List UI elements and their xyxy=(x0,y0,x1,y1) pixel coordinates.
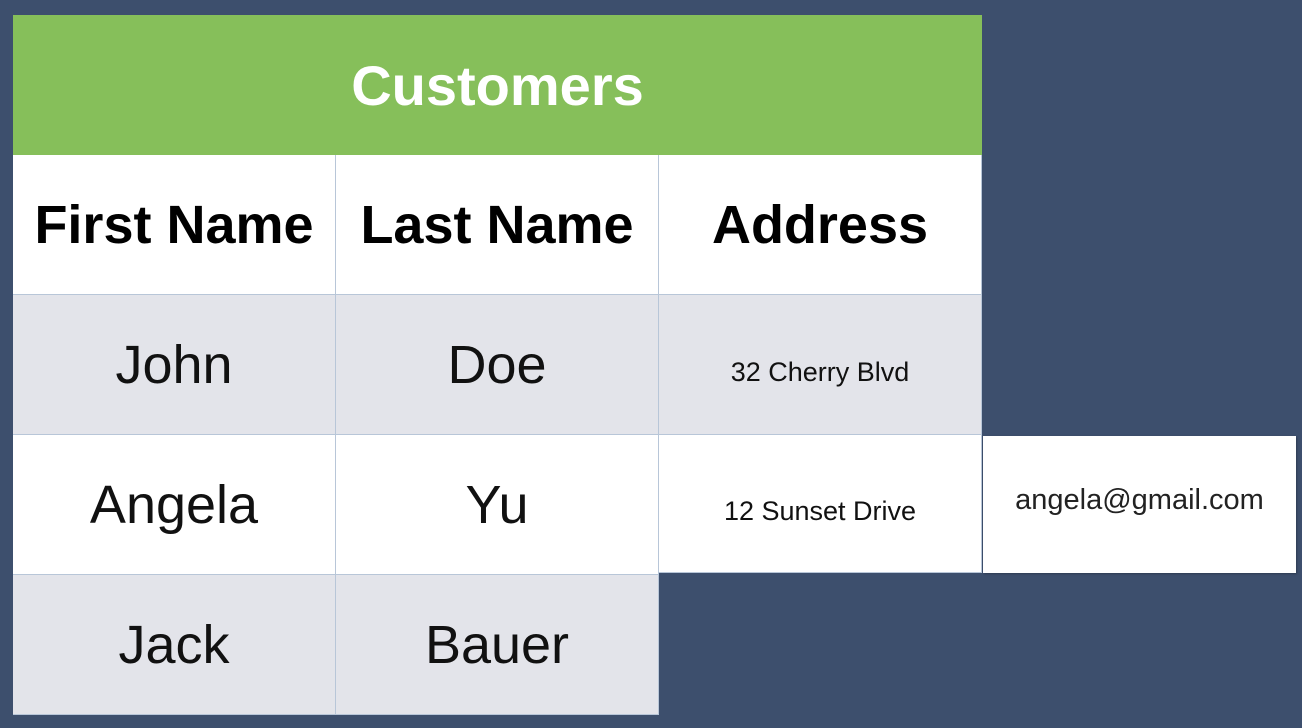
cell-last-name: Doe xyxy=(336,295,659,435)
cell-last-name: Yu xyxy=(336,435,659,575)
cell-first-name: Jack xyxy=(13,575,336,715)
cell-first-name: John xyxy=(13,295,336,435)
cell-address: 32 Cherry Blvd xyxy=(659,295,982,435)
cell-email: angela@gmail.com xyxy=(983,436,1296,573)
header-last-name: Last Name xyxy=(336,155,659,295)
header-address: Address xyxy=(659,155,982,295)
cell-last-name: Bauer xyxy=(336,575,659,715)
table-title: Customers xyxy=(13,15,982,155)
header-first-name: First Name xyxy=(13,155,336,295)
cell-first-name: Angela xyxy=(13,435,336,575)
cell-address: 12 Sunset Drive xyxy=(659,435,982,573)
